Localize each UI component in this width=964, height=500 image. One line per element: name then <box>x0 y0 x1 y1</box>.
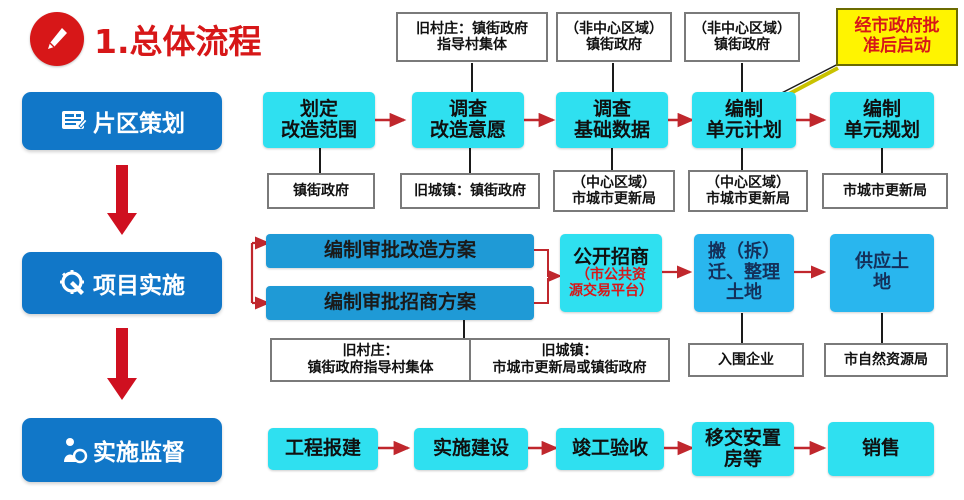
note-line: 镇街政府指导村集体 <box>307 360 434 376</box>
note-row1-bottom-2: 旧城镇：镇街政府 <box>400 173 540 209</box>
note-row2-resources-bureau: 市自然资源局 <box>824 343 948 377</box>
step-unit-plan[interactable]: 编制 单元计划 <box>692 92 796 148</box>
note-line: 市城市更新局 <box>843 182 927 199</box>
note-row1-bottom-3: （中心区域） 市城市更新局 <box>553 170 675 212</box>
step-line: 单元计划 <box>705 119 782 141</box>
callout-line-2: 准后启动 <box>863 36 931 56</box>
step-line: 编制 <box>862 97 901 120</box>
note-row1-bottom-4: （中心区域） 市城市更新局 <box>688 170 808 212</box>
callout-approval: 经市政府批 准后启动 <box>836 8 958 66</box>
step-define-scope[interactable]: 划定 改造范围 <box>263 92 375 148</box>
note-line: 市城市更新局或镇街政府 <box>492 360 647 376</box>
note-line: 镇街政府 <box>586 37 642 53</box>
step-line: 地 <box>873 272 891 293</box>
sidebar-item-supervision[interactable]: 实施监督 <box>22 418 222 482</box>
step-line: 编制 <box>724 97 763 120</box>
sidebar-item-planning[interactable]: 片区策划 <box>22 92 222 150</box>
note-line: 指导村集体 <box>437 37 507 53</box>
step-line: 单元规划 <box>843 119 920 141</box>
step-line: 房等 <box>723 448 762 470</box>
note-line: 镇街政府 <box>293 182 349 199</box>
step-line: 迁、整理 <box>708 261 780 283</box>
page-title: 1.总体流程 <box>30 12 262 66</box>
sidebar-item-implementation[interactable]: 项目实施 <box>22 252 222 314</box>
sidebar-item-planning-label: 片区策划 <box>93 111 185 137</box>
inspector-person-icon <box>59 435 89 465</box>
step-line: 改造范围 <box>280 119 357 141</box>
step-survey-basedata[interactable]: 调查 基础数据 <box>556 92 668 148</box>
note-row2-split: 旧村庄： 镇街政府指导村集体 旧城镇： 市城市更新局或镇街政府 <box>270 338 670 382</box>
note-row2-split-right: 旧城镇： 市城市更新局或镇街政府 <box>469 340 668 380</box>
gear-wrench-icon <box>59 269 89 297</box>
step-line: 编制审批招商方案 <box>323 291 476 314</box>
note-line: 旧村庄： <box>342 343 399 360</box>
stage-down-arrow-2 <box>104 328 140 407</box>
note-row1-top-3: （非中心区域） 镇街政府 <box>684 12 800 62</box>
step-sub-line: 源交易平台） <box>569 282 653 299</box>
step-line: 调查 <box>592 97 631 120</box>
step-project-filing[interactable]: 工程报建 <box>268 428 378 470</box>
step-line: 改造意愿 <box>429 119 506 141</box>
note-row1-bottom-1: 镇街政府 <box>267 173 375 209</box>
note-line: 旧城镇： <box>541 343 598 360</box>
note-row2-split-left: 旧村庄： 镇街政府指导村集体 <box>272 340 469 380</box>
stage-down-arrow-1 <box>104 165 140 242</box>
step-survey-willingness[interactable]: 调查 改造意愿 <box>412 92 524 148</box>
step-sub-line: （市公共资 <box>576 267 646 284</box>
note-row1-top-2: （非中心区域） 镇街政府 <box>556 12 672 62</box>
sidebar-item-supervision-label: 实施监督 <box>93 440 185 466</box>
note-line: 市自然资源局 <box>844 351 928 368</box>
step-sales[interactable]: 销售 <box>828 422 934 476</box>
note-row1-top-1: 旧村庄：镇街政府 指导村集体 <box>396 12 548 62</box>
step-draft-approve-tender-plan[interactable]: 编制审批招商方案 <box>266 286 534 320</box>
step-unit-planning[interactable]: 编制 单元规划 <box>830 92 934 148</box>
page-title-text: 1.总体流程 <box>94 22 262 61</box>
note-line: 镇街政府 <box>714 37 770 53</box>
step-line: 编制审批改造方案 <box>323 239 476 262</box>
step-line: 供应土 <box>855 251 909 273</box>
note-line: （非中心区域） <box>693 20 791 37</box>
document-plan-icon <box>59 107 89 135</box>
step-line: 实施建设 <box>432 437 509 460</box>
note-line: 旧村庄：镇街政府 <box>416 20 528 37</box>
step-construction[interactable]: 实施建设 <box>414 428 528 470</box>
step-line: 搬（拆） <box>708 240 780 262</box>
note-line: 旧城镇：镇街政府 <box>414 182 526 199</box>
callout-line-1: 经市政府批 <box>854 16 940 37</box>
step-line: 移交安置 <box>704 426 781 449</box>
step-line: 工程报建 <box>284 437 361 460</box>
note-line: 入围企业 <box>718 351 774 368</box>
step-public-tender[interactable]: 公开招商 （市公共资 源交易平台） <box>560 234 662 312</box>
note-line: 市城市更新局 <box>572 191 656 207</box>
note-line: （非中心区域） <box>565 20 663 37</box>
step-line: 竣工验收 <box>571 437 648 460</box>
note-row1-bottom-5: 市城市更新局 <box>822 173 948 209</box>
step-completion-acceptance[interactable]: 竣工验收 <box>556 428 664 470</box>
note-line: 市城市更新局 <box>706 191 790 207</box>
step-line: 划定 <box>299 97 338 120</box>
pencil-icon <box>30 12 84 66</box>
step-relocate-land[interactable]: 搬（拆） 迁、整理 土地 <box>694 234 794 312</box>
step-handover-resettlement[interactable]: 移交安置 房等 <box>692 422 794 476</box>
note-line: （中心区域） <box>706 174 790 191</box>
step-line: 调查 <box>448 97 487 120</box>
step-supply-land[interactable]: 供应土 地 <box>830 234 934 312</box>
sidebar-item-implementation-label: 项目实施 <box>93 273 185 299</box>
step-line: 土地 <box>726 282 762 304</box>
step-line: 公开招商 <box>572 245 649 268</box>
note-line: （中心区域） <box>572 174 656 191</box>
step-line: 销售 <box>861 437 900 460</box>
step-line: 基础数据 <box>573 119 650 141</box>
note-row2-shortlisted: 入围企业 <box>688 343 804 377</box>
step-draft-approve-redevelopment-plan[interactable]: 编制审批改造方案 <box>266 234 534 268</box>
